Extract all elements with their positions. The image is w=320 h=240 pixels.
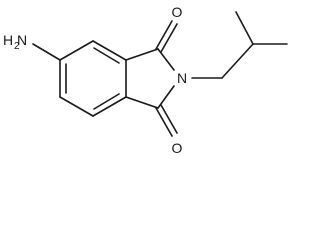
bond (160, 104, 178, 134)
bond (155, 20, 173, 50)
double-bond-inner (93, 47, 120, 64)
amine-n-label: N (17, 32, 27, 48)
bond (155, 107, 173, 137)
bond (221, 43, 254, 79)
imide-ring (125, 48, 175, 109)
bond (59, 96, 94, 117)
carbonyl-bottom (155, 104, 178, 137)
bond (160, 23, 178, 53)
bond (59, 40, 94, 61)
amine-bond (32, 43, 61, 61)
imide-n-label: N (177, 70, 187, 86)
bond (235, 11, 254, 45)
double-bond-inner (93, 93, 120, 110)
amine-h-label: H (3, 32, 13, 48)
isobutyl-chain (191, 11, 288, 79)
bond (92, 96, 127, 117)
oxygen-bottom-label: O (172, 140, 183, 156)
chemical-structure: N H 2 O N O (3, 4, 288, 156)
bond (125, 96, 159, 109)
benzene-ring (59, 40, 127, 117)
carbonyl-top (155, 20, 178, 53)
bond (125, 48, 159, 61)
bond (92, 40, 127, 61)
amine-h-subscript: 2 (14, 41, 20, 52)
oxygen-top-label: O (172, 4, 183, 20)
